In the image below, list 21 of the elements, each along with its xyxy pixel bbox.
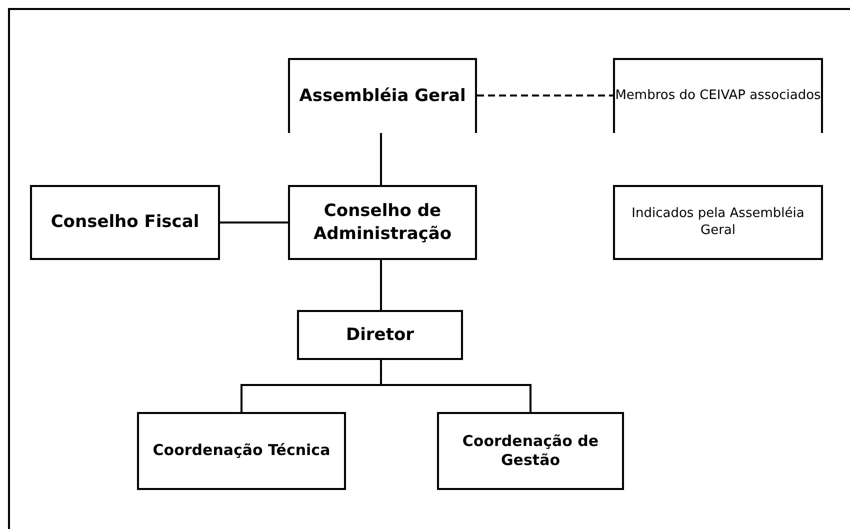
box-label: Indicados pela Assembléia Geral	[630, 206, 806, 240]
org-box	[613, 58, 823, 133]
box-label: Conselho Fiscal	[50, 211, 200, 234]
connector-line	[380, 133, 382, 185]
box-label: Coordenação Técnica	[152, 441, 330, 461]
org-box	[30, 185, 220, 260]
org-box	[297, 310, 463, 360]
box-label: Diretor	[346, 324, 414, 346]
connector-line	[380, 260, 382, 310]
box-label: Conselho de Administração	[312, 200, 453, 245]
org-box	[137, 412, 346, 490]
connector-line	[380, 360, 532, 412]
org-box	[613, 185, 823, 260]
dashed-connector	[477, 94, 613, 96]
org-box	[437, 412, 624, 490]
box-label: Assembléia Geral	[299, 85, 466, 108]
box-label: Membros do CEIVAP associados	[615, 88, 821, 105]
org-box	[288, 58, 477, 133]
connector-line	[220, 222, 288, 224]
box-label: Coordenação de Gestão	[461, 432, 600, 470]
org-box	[288, 185, 477, 260]
